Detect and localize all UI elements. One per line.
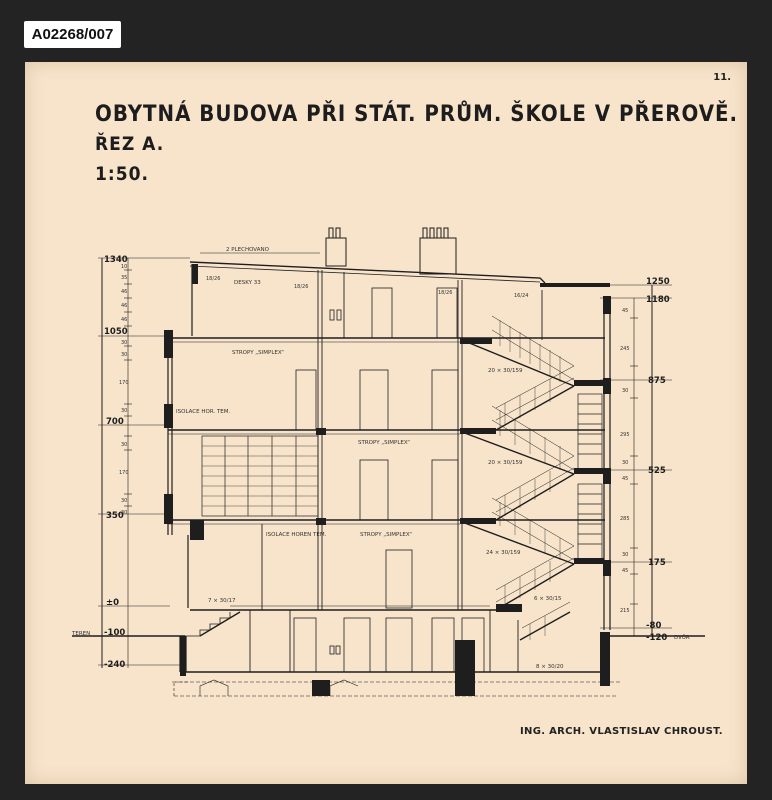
note-ceiling-3: STROPY „SIMPLEX“ [232,350,284,356]
left-dimension-ticks [124,269,132,507]
level-minus-80: -80 [646,621,661,631]
dim-right: 295 [620,432,630,438]
level-minus-120: -120 [646,633,667,643]
note-stair-3: 20 × 30/159 [488,368,523,374]
wall-sections [164,264,611,696]
dim-left: 30 [121,408,127,414]
dim-left: 46 [121,289,127,295]
level-875: 875 [648,376,666,386]
courtyard-label: DVŮR [674,634,690,641]
note-stair-ground: 6 × 30/15 [534,596,562,602]
interior-walls [249,270,543,672]
stair-flights [199,339,575,641]
stair-railings [491,315,575,629]
level-1340: 1340 [104,255,128,265]
level-1250: 1250 [646,277,670,287]
dim-right: 45 [622,568,628,574]
drawing-title: OBYTNÁ BUDOVA PŘI STÁT. PRŮM. ŠKOLE V PŘ… [95,104,738,184]
dim-left: 10 [121,264,127,270]
level-1050: 1050 [104,327,128,337]
note-roof-sheet: 2 PLECHOVANO [226,247,270,253]
title-line-1: OBYTNÁ BUDOVA PŘI STÁT. PRŮM. ŠKOLE V PŘ… [95,102,739,127]
level-700: 700 [106,417,124,427]
note-stair-basement: 8 × 30/20 [536,664,564,670]
sheet-number: 11. [713,72,731,83]
built-in-cabinets [201,435,319,517]
dim-right: 30 [622,460,628,466]
note-ceiling-1: STROPY „SIMPLEX“ [360,532,412,538]
dim-right: 285 [620,516,630,522]
stair-balusters [499,320,561,640]
terrain-label: TEREN [71,631,90,637]
outer-walls [167,264,611,686]
dim-left: 30 [121,442,127,448]
dimension-numbers-right: 45 245 30 295 30 45 285 30 45 215 [620,308,630,614]
dim-left: 170 [119,380,129,386]
dim-right: 45 [622,476,628,482]
dim-left: 30 [121,498,127,504]
level-1180: 1180 [646,295,670,305]
dim-left: 30 [121,352,127,358]
dim-right: 45 [622,308,628,314]
dim-right: 30 [622,552,628,558]
construction-notes: 2 PLECHOVANO DESKY 33 STROPY „SIMPLEX“ I… [176,247,564,670]
note-insulation-1: ISOLACE HOREN TEM. [266,532,327,538]
dim-right: 30 [622,388,628,394]
title-scale: 1:50. [95,163,150,185]
dim-left: 30 [121,340,127,346]
stair-windows [577,393,603,561]
note-insulation-2: ISOLACE HOR. TEM. [176,409,231,415]
dimension-numbers-left: 10 35 46 46 46 30 30 170 30 30 170 30 30 [119,264,129,516]
roof-line [189,261,546,284]
dim-left: 170 [119,470,129,476]
dim-left: 46 [121,317,127,323]
level-175: 175 [648,558,666,568]
title-line-2: ŘEZ A. [95,133,165,155]
note-roof-fraction-4: 16/24 [514,293,528,299]
note-roof-fraction-3: 18/26 [438,290,452,296]
note-roof-fraction-2: 18/26 [294,284,308,290]
chimney-left [325,237,347,267]
level-labels-right: 1250 1180 875 525 175 -80 -120 DVŮR [646,277,690,643]
note-stair-1: 24 × 30/159 [486,550,521,556]
level-minus-240: -240 [104,660,125,670]
level-labels-left: 1340 1050 700 350 ±0 -100 -240 TEREN [71,255,128,670]
dim-left: 35 [121,275,127,281]
doors [293,287,485,673]
dim-right: 215 [620,608,630,614]
dim-right: 245 [620,346,630,352]
note-ceiling-2: STROPY „SIMPLEX“ [358,440,410,446]
chimney-right [419,237,457,275]
level-minus-100: -100 [104,628,125,638]
level-350: 350 [106,511,124,521]
dim-left: 30 [121,510,127,516]
level-525: 525 [648,466,666,476]
note-roof-boards: DESKY 33 [234,280,261,286]
note-stair-2: 20 × 30/159 [488,460,523,466]
dim-left: 46 [121,303,127,309]
note-stair-entry: 7 × 30/17 [208,598,236,604]
archive-id-label: A02268/007 [24,21,121,48]
level-zero: ±0 [106,598,119,608]
note-roof-fraction-1: 18/26 [206,276,220,282]
architect-signature: ING. ARCH. VLASTISLAV CHROUST. [520,726,723,737]
